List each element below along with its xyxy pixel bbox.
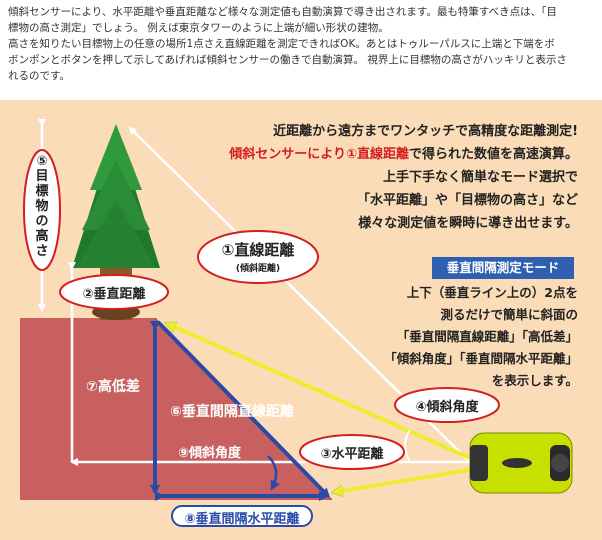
height-difference-label: ⑦高低差: [86, 379, 140, 395]
intro-text: 傾斜センサーにより、水平距離や垂直距離など様々な測定値も自動演算で導き出されます…: [8, 4, 596, 84]
tree-illustration: [72, 124, 160, 320]
description-line: 上手下手なく簡単なモード選択で: [382, 170, 578, 185]
vertical-interval-horizontal-box: [171, 505, 313, 527]
intro-line: 高さを知りたい目標物上の任意の場所1点さえ直線距離を測定できればOK。あとはトゥ…: [8, 38, 555, 50]
inclination-angle-arc: [404, 429, 411, 463]
description-line: 近距離から遠方までワンタッチで高精度な距離測定!: [273, 124, 578, 139]
vertical-interval-linear-line: [156, 320, 331, 499]
linear-distance-sub: (傾斜距離): [235, 264, 281, 274]
mode-description: 上下（垂直ライン上の）2点を 測るだけで簡単に斜面の 「垂直間隔直線距離」「高低…: [384, 282, 578, 392]
linear-distance-label: ①直線距離: [221, 241, 295, 259]
target-height-char: 標: [35, 184, 49, 199]
diagram-canvas: [20, 119, 573, 527]
slope-angle-arc: [267, 455, 280, 491]
vertical-distance-oval: [59, 274, 169, 310]
description-line: 「水平距離」や「目標物の高さ」など: [356, 193, 578, 208]
target-height-number: ⑤: [36, 154, 48, 169]
sight-line-upper: [168, 324, 471, 460]
intro-line: れるのです。: [8, 70, 70, 82]
target-height-char: 物: [35, 199, 49, 214]
vertical-distance-label: ②垂直距離: [82, 287, 146, 302]
slope-ground: [20, 318, 332, 500]
slope-angle-label: ⑨傾斜角度: [178, 446, 242, 461]
description-line: 傾斜センサーにより①直線距離で得られた数値を高速演算。: [229, 143, 578, 166]
diagram-panel: 近距離から遠方までワンタッチで高精度な距離測定! 傾斜センサーにより①直線距離で…: [0, 100, 602, 540]
mode-title: 垂直間隔測定モード: [432, 257, 574, 279]
mode-line: 測るだけで簡単に斜面の: [440, 307, 578, 322]
feature-description: 近距離から遠方までワンタッチで高精度な距離測定! 傾斜センサーにより①直線距離で…: [229, 120, 578, 235]
intro-line: 標物の高さ測定」でしょう。 例えば東京タワーのように上端が細い形状の建物。: [8, 22, 389, 34]
vertical-interval-horizontal-label: ⑧垂直間隔水平距離: [184, 512, 300, 527]
vertical-interval-linear-label: ⑥垂直間隔直線距離: [170, 404, 294, 420]
target-height-char: さ: [35, 244, 49, 259]
target-height-oval: [23, 149, 61, 271]
target-height-label: ⑤ 目 標 物 の 高 さ: [32, 154, 52, 259]
mode-line: 「傾斜角度」「垂直間隔水平距離」: [384, 351, 578, 366]
mode-line: 「垂直間隔直線距離」「高低差」: [396, 329, 578, 344]
inclination-angle-oval: [394, 387, 500, 423]
inclination-angle-label: ④傾斜角度: [415, 400, 479, 415]
mode-line: 上下（垂直ライン上の）2点を: [406, 285, 578, 300]
target-height-char: 目: [35, 169, 49, 184]
intro-line: 傾斜センサーにより、水平距離や垂直距離など様々な測定値も自動演算で導き出されます…: [8, 6, 557, 18]
description-highlight: 傾斜センサーにより①直線距離: [229, 147, 409, 162]
intro-line: ボンポンとボタンを押して示してあげれば傾斜センサーの働きで自動演算。 視界上に目…: [8, 54, 567, 66]
horizontal-distance-oval: [299, 434, 405, 470]
rangefinder-device: [469, 432, 573, 494]
horizontal-distance-label: ③水平距離: [320, 447, 384, 462]
description-line: 様々な測定値を瞬時に導き出せます。: [358, 216, 578, 231]
linear-distance-oval: [197, 230, 319, 284]
target-height-char: の: [35, 214, 49, 229]
description-text: で得られた数値を高速演算。: [408, 147, 578, 162]
target-height-char: 高: [35, 229, 49, 244]
mode-line: を表示します。: [491, 373, 578, 388]
sight-line-lower: [335, 468, 471, 492]
